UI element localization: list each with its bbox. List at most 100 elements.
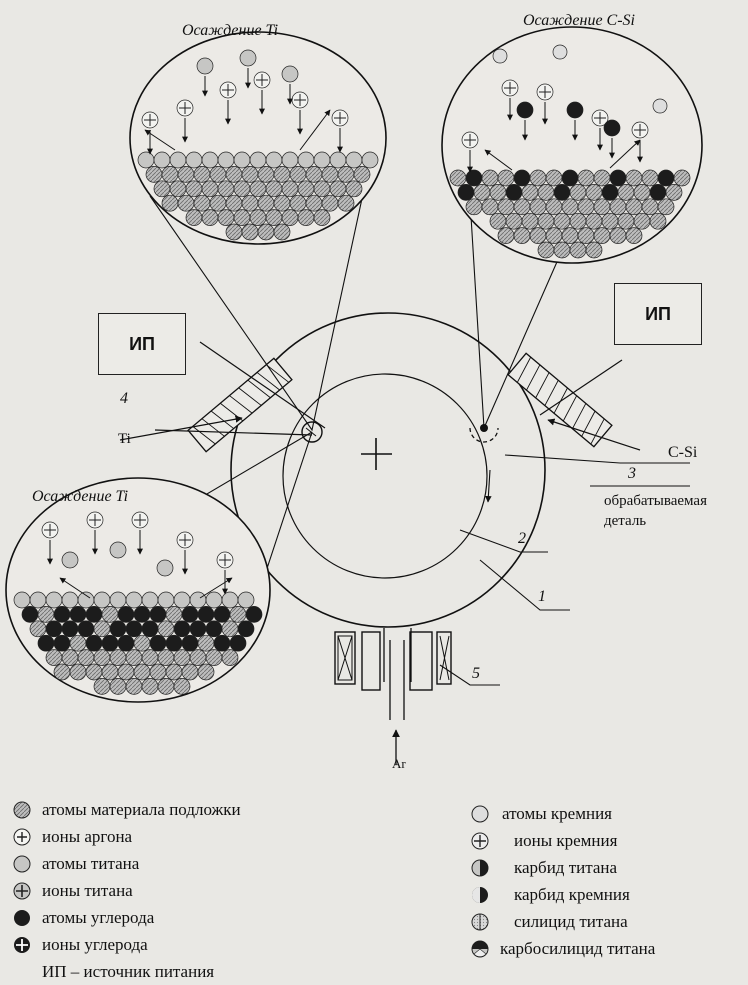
atom — [150, 635, 166, 651]
atom — [650, 213, 666, 229]
atom — [242, 224, 258, 240]
atom — [158, 678, 174, 694]
legend-text: атомы кремния — [502, 805, 612, 822]
atom — [666, 184, 682, 200]
atom — [70, 664, 86, 680]
atom — [234, 210, 250, 226]
atom — [346, 152, 362, 168]
vacuum-chamber — [231, 313, 545, 627]
atom — [206, 621, 222, 637]
argon-inlet — [384, 628, 411, 765]
atom — [578, 199, 594, 215]
titanium-atom — [197, 58, 213, 74]
atom — [70, 606, 86, 622]
atom — [642, 199, 658, 215]
atom — [182, 635, 198, 651]
title-ti-deposition-bottom: Осаждение Ti — [32, 488, 128, 506]
source-label-csi: C-Si — [668, 444, 697, 462]
titanium-atom — [282, 66, 298, 82]
atom — [498, 170, 514, 186]
title-csi-deposition: Осаждение C-Si — [523, 12, 635, 30]
atom — [522, 213, 538, 229]
atom — [150, 606, 166, 622]
atom — [174, 650, 190, 666]
atom — [282, 210, 298, 226]
titanium-atom — [157, 560, 173, 576]
atom — [174, 592, 190, 608]
legend-text: атомы титана — [42, 855, 139, 872]
atom — [586, 184, 602, 200]
legend-item-silicon-ion: ионы кремния — [470, 827, 655, 854]
atom — [222, 650, 238, 666]
legend-item-carbon-atom: атомы углерода — [12, 904, 241, 931]
atom — [158, 592, 174, 608]
atom — [506, 184, 522, 200]
atom — [166, 664, 182, 680]
atom — [94, 592, 110, 608]
atom — [346, 181, 362, 197]
atom — [202, 181, 218, 197]
atom — [578, 170, 594, 186]
atom — [238, 592, 254, 608]
power-supply-right: ИП — [614, 283, 702, 345]
silicon-atom — [653, 99, 667, 113]
power-supply-left: ИП — [98, 313, 186, 375]
atom — [134, 664, 150, 680]
atom — [14, 592, 30, 608]
atom — [594, 228, 610, 244]
magnetic-coils — [335, 632, 451, 690]
legend-text: ионы углерода — [42, 936, 148, 953]
legend-text: силицид титана — [514, 913, 628, 930]
atom — [62, 621, 78, 637]
legend-text: карбид титана — [514, 859, 617, 876]
atom — [214, 606, 230, 622]
atom — [226, 166, 242, 182]
atom — [190, 592, 206, 608]
atom — [202, 152, 218, 168]
callout-2: 2 — [518, 530, 526, 548]
atom — [674, 170, 690, 186]
atom — [626, 228, 642, 244]
atom — [46, 621, 62, 637]
atom — [650, 184, 666, 200]
atom — [250, 152, 266, 168]
atom — [194, 166, 210, 182]
atom — [626, 170, 642, 186]
leader-lines — [440, 455, 690, 685]
legend-item-titanium-silicide: силицид титана — [470, 908, 655, 935]
atom — [198, 664, 214, 680]
atom — [266, 181, 282, 197]
atom — [250, 210, 266, 226]
atom — [546, 170, 562, 186]
workpiece-label: обрабатываемая деталь — [604, 492, 744, 531]
atom — [330, 152, 346, 168]
atom — [658, 170, 674, 186]
atom — [30, 621, 46, 637]
atom — [562, 199, 578, 215]
atom — [458, 184, 474, 200]
atom — [46, 650, 62, 666]
atom — [118, 635, 134, 651]
atom — [142, 592, 158, 608]
atom — [594, 170, 610, 186]
legend-left: атомы материала подложки ионы аргона ато… — [12, 796, 241, 985]
atom — [274, 166, 290, 182]
atom — [482, 170, 498, 186]
atom — [70, 635, 86, 651]
atom — [94, 678, 110, 694]
atom — [174, 621, 190, 637]
atom — [154, 181, 170, 197]
atom — [38, 606, 54, 622]
atom — [306, 195, 322, 211]
atom — [586, 213, 602, 229]
atom — [634, 213, 650, 229]
atom — [298, 181, 314, 197]
atom — [610, 199, 626, 215]
titanium-atom — [62, 552, 78, 568]
atom — [226, 195, 242, 211]
legend-item-titanium-ion: ионы титана — [12, 877, 241, 904]
titanium-atom — [110, 542, 126, 558]
atom — [466, 199, 482, 215]
atom — [146, 166, 162, 182]
atom — [142, 650, 158, 666]
